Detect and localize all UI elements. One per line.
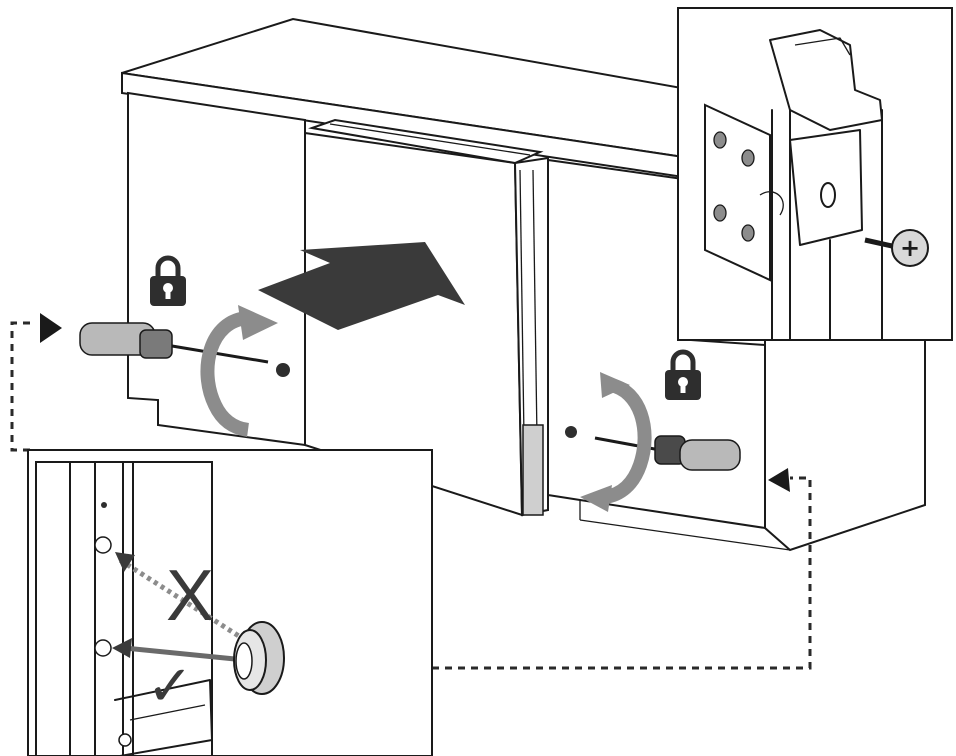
- left-guide-dashed-line: [10, 321, 35, 452]
- lock-icon: [150, 255, 186, 306]
- right-mark: ✓: [147, 654, 194, 719]
- hinge-detail-inset: +: [677, 7, 953, 341]
- cabinet: [121, 17, 926, 552]
- left-guide-arrowhead: [40, 313, 62, 343]
- cap-detail-inset: X ✓: [27, 449, 433, 756]
- door-top-edge: [308, 118, 544, 165]
- right-guide-dashed-line: [432, 476, 812, 670]
- wrong-mark: X: [166, 556, 214, 636]
- push-direction-arrow: [258, 242, 465, 330]
- lock-icon: [665, 349, 701, 400]
- right-guide-arrowhead: [768, 468, 790, 492]
- left-rotation-arrow: [200, 305, 278, 437]
- plug-cap: [233, 621, 285, 695]
- left-screwdriver: [79, 322, 290, 377]
- left-screw: [276, 363, 290, 377]
- svg-text:+: +: [900, 234, 920, 262]
- phillips-screw-icon: [891, 229, 929, 267]
- side-screw: [565, 426, 577, 438]
- door-hinge-bracket: [522, 424, 544, 516]
- right-screwdriver-handle: [679, 439, 741, 471]
- right-cabinet-end: [764, 333, 926, 552]
- right-rotation-arrow: [580, 372, 652, 512]
- dishwasher-door: [304, 118, 577, 517]
